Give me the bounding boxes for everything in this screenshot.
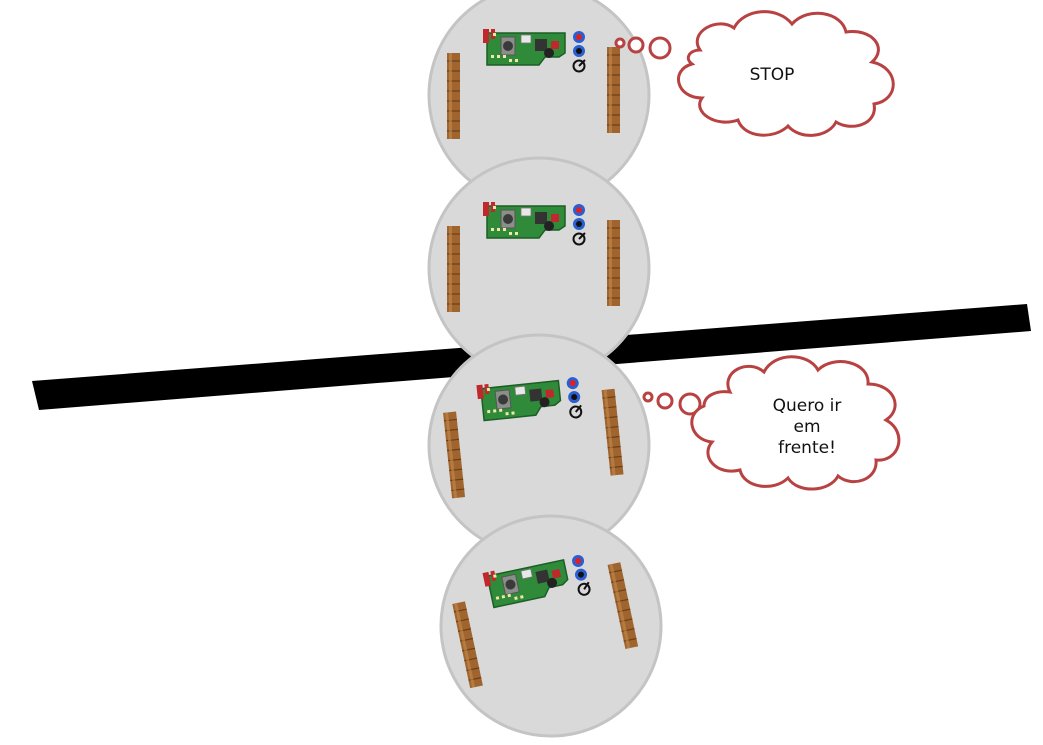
stop-label: STOP: [750, 65, 795, 85]
cloud-shape: [677, 10, 895, 137]
forward-label-line-1: Quero ir: [773, 396, 842, 416]
thought-bubble-forward: Quero ir em frente!: [642, 355, 901, 491]
thought-bubble-stop: STOP: [614, 10, 895, 137]
forward-label-line-2: em: [793, 417, 820, 437]
cloud-shape: [690, 355, 901, 491]
forward-label-line-3: frente!: [778, 438, 836, 458]
robot-bottom: [419, 494, 683, 745]
